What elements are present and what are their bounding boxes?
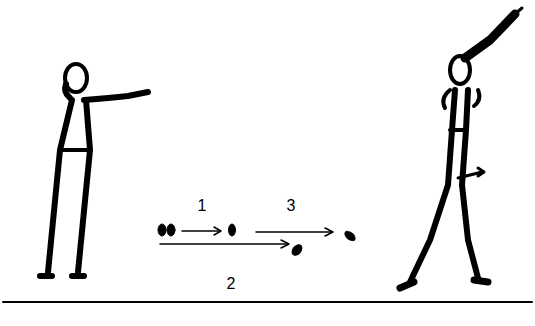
- flight-path: [158, 224, 357, 257]
- callout-number: 3: [287, 198, 296, 214]
- ground-line: [3, 301, 532, 303]
- callout-number: 1: [198, 198, 207, 214]
- stick-figure: [400, 8, 522, 288]
- callout-number: 2: [227, 276, 236, 292]
- stick-figure: [40, 64, 148, 276]
